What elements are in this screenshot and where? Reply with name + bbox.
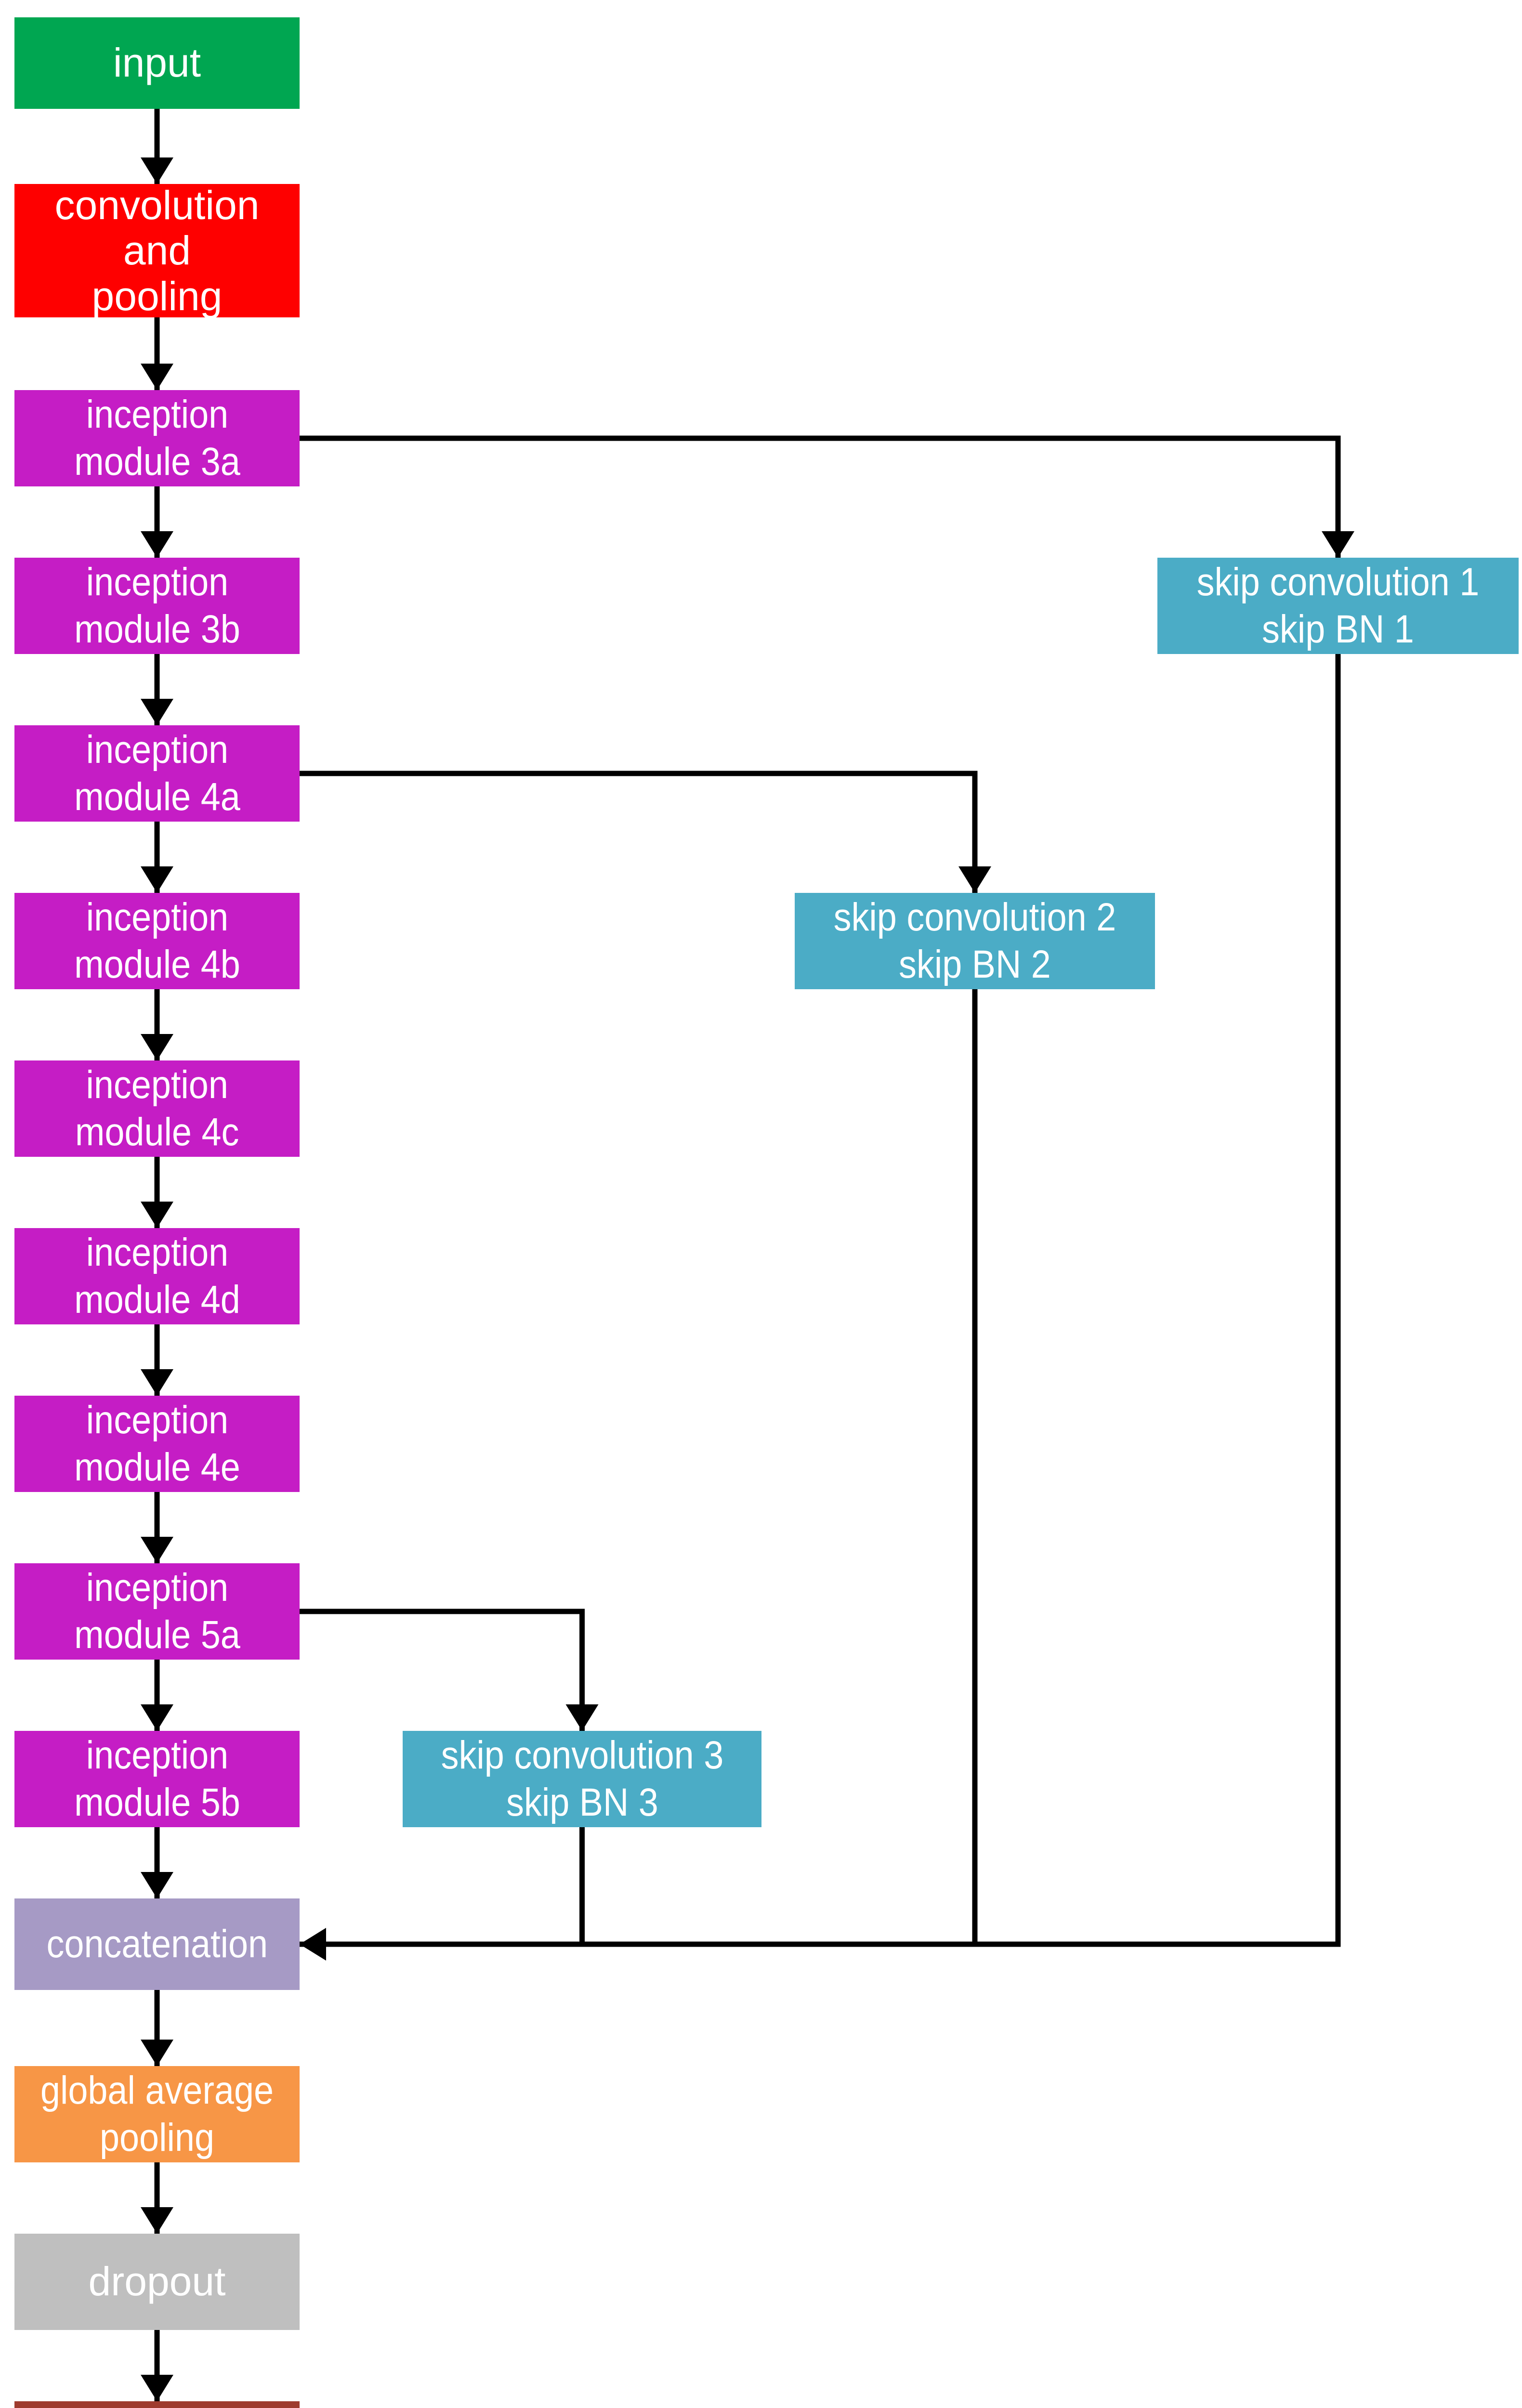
node-inception-4c: inception module 4c [14, 1060, 300, 1157]
edge-inception-3a-skip-1 [300, 435, 1354, 558]
node-label-dropout: dropout [88, 2259, 226, 2304]
node-label-inception-4c: inception module 4c [75, 1062, 239, 1154]
node-label-global-average-pooling: global average pooling [40, 2068, 274, 2159]
node-input: input [14, 17, 300, 109]
node-label-fully-connected: fully connected [64, 2403, 250, 2408]
node-dropout: dropout [14, 2234, 300, 2330]
node-label-concatenation: concatenation [46, 1922, 268, 1966]
node-inception-4d: inception module 4d [14, 1228, 300, 1324]
node-inception-5a: inception module 5a [14, 1563, 300, 1660]
node-label-inception-4a: inception module 4a [74, 727, 240, 819]
node-inception-4a: inception module 4a [14, 725, 300, 822]
node-label-inception-3a: inception module 3a [74, 392, 240, 484]
node-skip-2: skip convolution 2 skip BN 2 [795, 893, 1155, 989]
node-inception-4e: inception module 4e [14, 1396, 300, 1492]
node-label-skip-3: skip convolution 3 skip BN 3 [441, 1733, 723, 1824]
node-label-skip-2: skip convolution 2 skip BN 2 [833, 895, 1116, 986]
node-label-inception-4e: inception module 4e [74, 1398, 240, 1489]
node-conv-pool: convolution and pooling [14, 183, 300, 319]
node-skip-3: skip convolution 3 skip BN 3 [403, 1731, 761, 1827]
node-label-inception-4d: inception module 4d [74, 1230, 240, 1322]
node-label-inception-4b: inception module 4b [74, 895, 240, 986]
edge-inception-4a-skip-2 [300, 771, 991, 893]
node-inception-5b: inception module 5b [14, 1731, 300, 1827]
node-concatenation: concatenation [14, 1898, 300, 1990]
node-label-inception-5b: inception module 5b [74, 1733, 240, 1824]
node-skip-1: skip convolution 1 skip BN 1 [1157, 558, 1519, 654]
node-label-inception-3b: inception module 3b [74, 560, 240, 651]
node-inception-4b: inception module 4b [14, 893, 300, 989]
node-label-skip-1: skip convolution 1 skip BN 1 [1196, 560, 1480, 651]
edge-skip-1-concatenation [300, 654, 1341, 1961]
edge-inception-5a-skip-3 [300, 1609, 599, 1731]
node-label-inception-5a: inception module 5a [74, 1565, 240, 1657]
node-label-conv-pool: convolution and pooling [54, 183, 260, 319]
node-inception-3a: inception module 3a [14, 390, 300, 486]
node-fully-connected: fully connected [14, 2401, 300, 2408]
node-global-average-pooling: global average pooling [14, 2066, 300, 2162]
node-label-input: input [113, 40, 201, 86]
node-inception-3b: inception module 3b [14, 558, 300, 654]
